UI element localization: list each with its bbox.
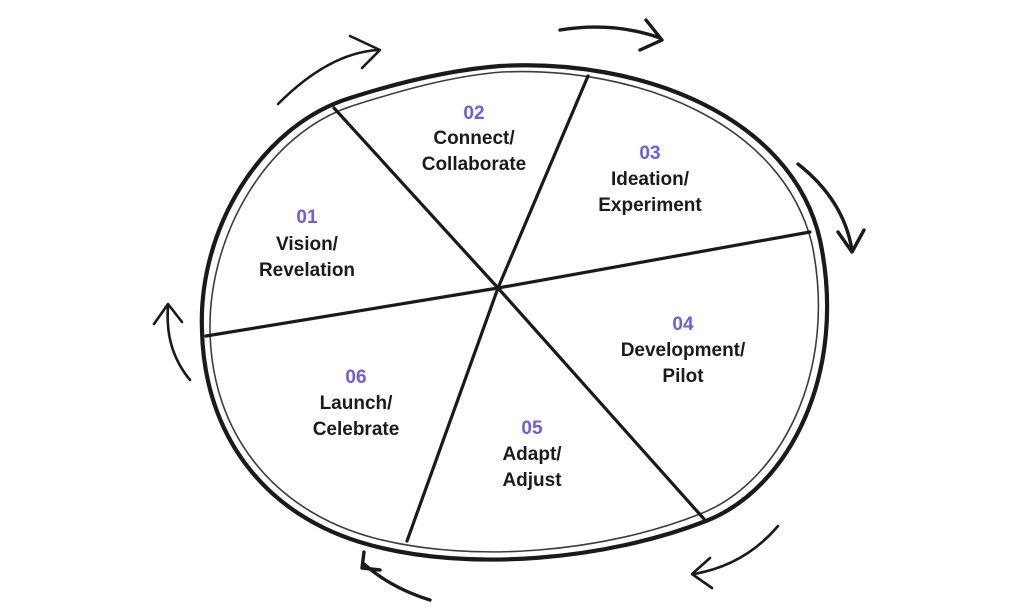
stage-label-line2: Celebrate <box>313 419 400 440</box>
stage-label-line2: Experiment <box>598 195 702 216</box>
flow-arrow-icon <box>558 18 664 52</box>
cycle-outer-ring <box>199 63 830 562</box>
stage-number: 01 <box>296 207 318 228</box>
flow-arrow-icon <box>796 162 866 254</box>
stage-label-line2: Collaborate <box>422 154 527 175</box>
flow-arrow-icon <box>360 550 432 602</box>
divider-spoke-vision-connect <box>332 106 500 290</box>
stage-02: 02 Connect/ Collaborate <box>422 103 527 175</box>
stage-label-line1: Adapt/ <box>502 444 562 465</box>
cycle-inner-ring <box>209 70 820 553</box>
stage-number: 06 <box>345 367 366 388</box>
stage-label-line1: Development/ <box>621 340 746 361</box>
stage-number: 04 <box>672 314 694 335</box>
stage-03: 03 Ideation/ Experiment <box>598 143 702 216</box>
stage-06: 06 Launch/ Celebrate <box>313 367 400 440</box>
stage-01: 01 Vision/ Revelation <box>259 207 355 281</box>
stage-number: 05 <box>521 418 543 439</box>
stage-number: 03 <box>639 143 660 164</box>
divider-spoke-launch-vision <box>204 286 500 338</box>
divider-spoke-connect-ideation <box>496 74 590 290</box>
stage-label-line1: Ideation/ <box>611 169 690 190</box>
stage-04: 04 Development/ Pilot <box>621 314 746 387</box>
stage-label-line1: Connect/ <box>433 128 515 149</box>
stage-label-line2: Revelation <box>259 260 355 281</box>
divider-spoke-development-adapt <box>496 286 706 521</box>
stage-number: 02 <box>463 103 484 124</box>
flow-arrow-icon <box>276 34 382 106</box>
stage-label-line1: Vision/ <box>276 234 339 255</box>
divider-spoke-adapt-launch <box>405 286 500 543</box>
stage-label-line2: Adjust <box>502 470 562 491</box>
flow-arrow-icon <box>152 302 192 382</box>
stage-label-line2: Pilot <box>662 366 704 387</box>
stage-label-line1: Launch/ <box>320 393 394 414</box>
flow-arrow-icon <box>690 524 780 590</box>
stage-05: 05 Adapt/ Adjust <box>502 418 562 491</box>
divider-spoke-ideation-development <box>496 230 812 290</box>
